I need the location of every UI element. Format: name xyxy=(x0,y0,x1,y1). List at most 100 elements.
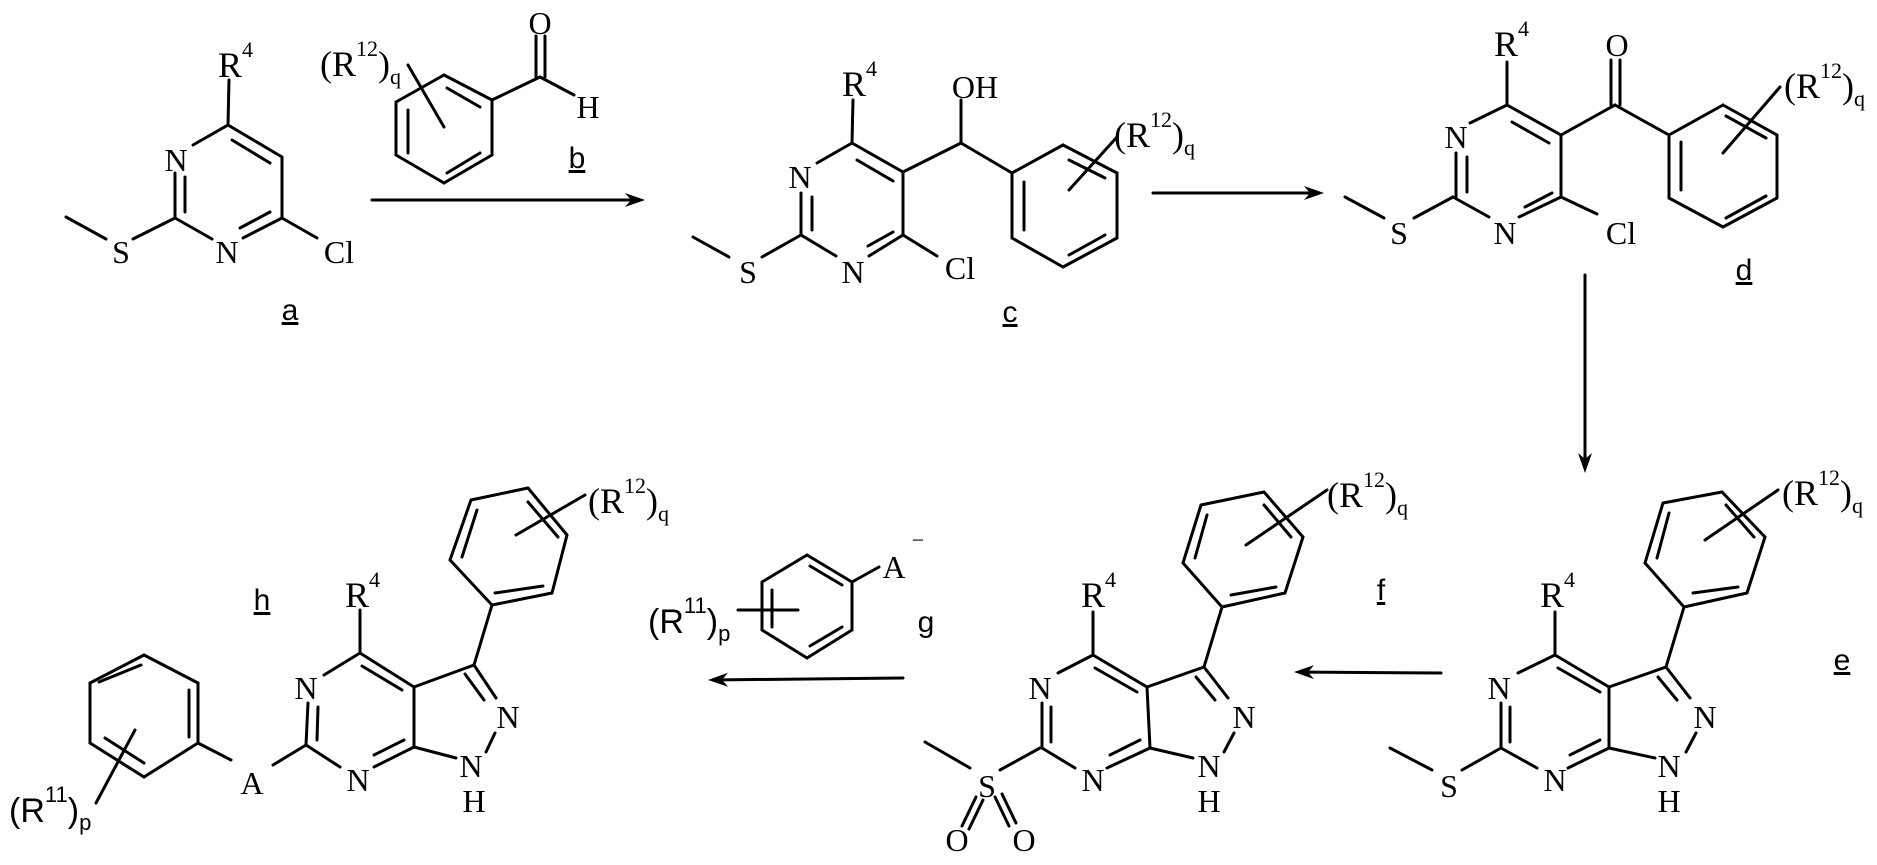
sub-index: q xyxy=(1852,493,1863,518)
sub-close: ) xyxy=(1842,66,1854,106)
sub-open: (R xyxy=(648,603,684,641)
bond xyxy=(444,75,492,100)
atom-n3: N xyxy=(1081,762,1104,798)
bond xyxy=(243,218,282,238)
bond xyxy=(1570,740,1600,755)
compound-d: R4 O N N S Cl (R12)q d xyxy=(1390,16,1865,287)
bond xyxy=(414,747,456,758)
compound-e: R4 N N N N H S (R12)q e xyxy=(1440,465,1863,819)
bond xyxy=(1518,655,1555,673)
bond xyxy=(1196,677,1215,700)
bond xyxy=(495,586,543,593)
substituent-r12q: (R12)q xyxy=(1782,465,1863,518)
bond xyxy=(961,143,1012,173)
bond xyxy=(282,218,317,238)
atom-s: S xyxy=(1440,768,1458,804)
bond xyxy=(552,535,567,593)
bond xyxy=(1669,198,1723,227)
bond xyxy=(66,217,106,239)
sub-close: ) xyxy=(378,44,390,84)
bond xyxy=(1231,587,1276,595)
bond xyxy=(492,593,552,605)
sub-index: p xyxy=(718,621,730,646)
r4-label: R4 xyxy=(1081,567,1116,615)
arrow-shaft xyxy=(722,678,903,680)
sub-index: q xyxy=(1854,86,1865,111)
atom-n3: N xyxy=(1493,215,1516,251)
reaction-arrow xyxy=(708,673,903,687)
sub-sup: 12 xyxy=(1150,107,1172,132)
compound-label-f: f xyxy=(1377,574,1386,607)
atom-a: A xyxy=(240,765,263,801)
bonds-compound-b xyxy=(396,36,574,183)
reagent-b: O H (R12)q b xyxy=(320,5,600,175)
bond xyxy=(1658,677,1677,700)
r4-label: R4 xyxy=(1494,16,1529,64)
bond xyxy=(471,488,528,500)
bond xyxy=(1462,748,1501,770)
atom-o2: O xyxy=(1012,822,1035,858)
sub-index: p xyxy=(79,810,91,835)
bond xyxy=(528,488,567,535)
bond xyxy=(540,77,574,95)
atom-h: H xyxy=(576,89,599,125)
sub-open: (R xyxy=(320,44,356,84)
bond xyxy=(1110,740,1140,755)
bond xyxy=(396,155,444,183)
bond xyxy=(474,605,492,665)
bond xyxy=(1663,492,1722,503)
atom-n2: N xyxy=(496,699,519,735)
bond xyxy=(903,235,937,256)
sub-index: q xyxy=(1184,135,1195,160)
bond xyxy=(374,747,414,767)
bond xyxy=(1150,748,1193,758)
bond xyxy=(810,566,842,585)
atom-s: S xyxy=(112,234,130,270)
atom-n1: N xyxy=(294,670,317,706)
bonds-compound-g xyxy=(738,555,879,658)
atom-n2: N xyxy=(1232,699,1255,735)
bond xyxy=(852,567,879,582)
bond xyxy=(306,703,308,745)
compound-a: R4 N N S Cl a xyxy=(112,37,354,327)
sub-index: q xyxy=(390,64,401,89)
sub-index: q xyxy=(658,501,669,526)
bond xyxy=(362,666,402,690)
bond xyxy=(810,627,842,646)
atom-nh-n: N xyxy=(1197,748,1220,784)
r4-label: R4 xyxy=(1540,567,1575,615)
r4-label: R4 xyxy=(345,567,380,615)
atom-n3: N xyxy=(215,234,238,270)
bond xyxy=(762,630,807,658)
bond xyxy=(317,707,318,740)
bond xyxy=(1525,193,1552,207)
bond xyxy=(1000,748,1040,770)
bonds-compound-c xyxy=(693,100,1117,267)
bond xyxy=(1183,505,1201,563)
sub-sup: 12 xyxy=(1363,467,1385,492)
atom-o1: O xyxy=(945,822,968,858)
bond xyxy=(1507,105,1561,135)
sub-index: q xyxy=(1397,495,1408,520)
atom-a: A xyxy=(882,549,905,585)
bond xyxy=(90,743,144,777)
bond xyxy=(324,653,360,675)
atom-cl: Cl xyxy=(324,234,354,270)
atom-n1: N xyxy=(164,142,187,178)
atom-oh: OH xyxy=(952,69,998,105)
bond xyxy=(193,125,228,145)
bond xyxy=(1414,197,1453,218)
atom-n2: N xyxy=(1693,699,1716,735)
atom-o: O xyxy=(1605,27,1628,63)
bond xyxy=(817,143,852,163)
bond xyxy=(1183,563,1222,607)
negative-charge: − xyxy=(912,528,924,553)
bond xyxy=(1693,587,1738,593)
atom-nh-n: N xyxy=(1657,748,1680,784)
sub-close: ) xyxy=(646,481,658,521)
bond xyxy=(1107,748,1150,768)
bond xyxy=(1012,145,1063,173)
bonds-compound-e xyxy=(1390,490,1778,770)
bond xyxy=(198,743,231,760)
compound-label-h: h xyxy=(254,584,271,617)
